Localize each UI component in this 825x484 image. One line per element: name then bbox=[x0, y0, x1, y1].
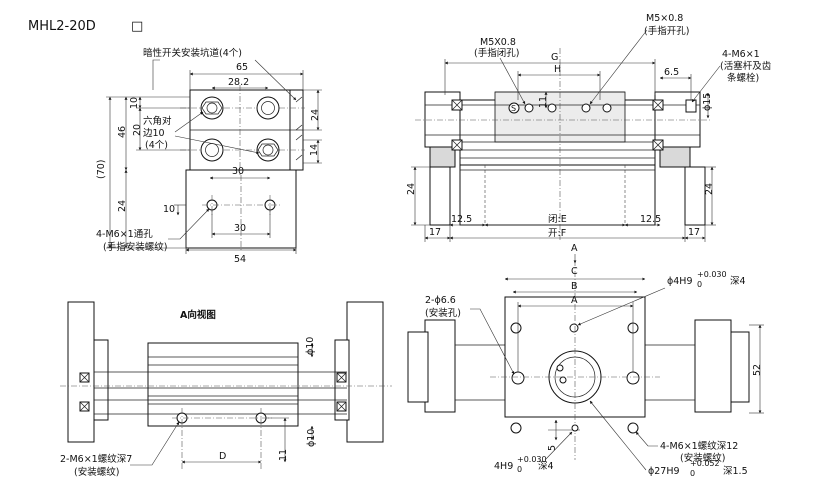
hole-sub: (安装孔) bbox=[425, 307, 461, 319]
hex-note-1: 六角对 bbox=[143, 115, 172, 127]
br-thread-note: 4-M6×1螺纹深12 bbox=[660, 440, 738, 452]
hex-plug-3 bbox=[200, 138, 224, 162]
dim-24-r: 24 bbox=[704, 183, 715, 195]
arrow-a-label: A bbox=[571, 243, 578, 254]
port-s-label: S bbox=[511, 104, 516, 113]
hex-note-2: 边10 bbox=[143, 128, 165, 139]
bore-tol-up: +0.052 bbox=[690, 459, 720, 468]
dim-phi10-top: ϕ10 bbox=[305, 337, 316, 355]
bottom-left-view: A向视图 ϕ10 ϕ10 bbox=[60, 301, 392, 478]
pin2-tol-up: +0.030 bbox=[517, 455, 547, 464]
dim-phi10-bot: ϕ10 bbox=[306, 429, 317, 447]
dim-28-2: 28.2 bbox=[228, 77, 249, 88]
dim-10: 10 bbox=[129, 97, 140, 109]
bore-tol-dn: 0 bbox=[690, 469, 695, 478]
hex-plug-2 bbox=[256, 96, 280, 120]
bore-depth: 深1.5 bbox=[723, 466, 748, 477]
m6-sub-2: 条螺栓) bbox=[727, 72, 759, 84]
groove-note: 暗性开关安装坑道(4个) bbox=[143, 47, 242, 59]
dim-14: 14 bbox=[309, 144, 320, 156]
dim-d: D bbox=[219, 451, 226, 462]
dim-24-left: 24 bbox=[117, 200, 128, 212]
dim-h: H bbox=[554, 64, 561, 75]
pin-tol-dn: 0 bbox=[697, 280, 702, 289]
m5-close-note: M5X0.8 bbox=[480, 37, 516, 48]
m5-open-sub: (手指开孔) bbox=[644, 25, 689, 37]
thread-sub: (手指安装螺纹) bbox=[103, 241, 167, 253]
dim-30-top: 30 bbox=[232, 166, 244, 177]
dim-17-l: 17 bbox=[429, 227, 441, 238]
hex-note-3: (4个) bbox=[145, 140, 168, 151]
dim-6-5: 6.5 bbox=[664, 67, 679, 78]
model-suffix-box: □ bbox=[131, 19, 143, 34]
dim-65: 65 bbox=[236, 62, 248, 73]
dim-24-l: 24 bbox=[406, 183, 417, 195]
dim-24-right: 24 bbox=[310, 109, 321, 121]
m5-close-sub: (手指闭孔) bbox=[474, 47, 519, 59]
m5-open-note: M5×0.8 bbox=[646, 13, 683, 24]
top-right-view: S M5X0.8 (手指闭孔) M5×0.8 (手指开孔) 4-M6×1 (活塞… bbox=[406, 13, 772, 242]
dim-5: 5 bbox=[547, 445, 558, 451]
dim-12-5-r: 12.5 bbox=[640, 214, 661, 225]
pin2-depth: 深4 bbox=[538, 461, 554, 472]
pin2-note: 4H9 bbox=[494, 461, 513, 472]
top-left-view: 65 28.2 暗性开关安装坑道(4个) (70) 46 10 20 24 24… bbox=[96, 47, 322, 265]
model-title: MHL2-20D bbox=[28, 19, 96, 34]
hole-note: 2-ϕ6.6 bbox=[425, 295, 456, 306]
dim-11: 11 bbox=[538, 96, 549, 108]
bore-note: ϕ27H9 bbox=[648, 466, 680, 477]
bottom-right-view: A C B A 2-ϕ6.6 (安装孔) ϕ4H9 +0.030 0 深4 52… bbox=[407, 243, 764, 478]
m6-note: 4-M6×1 bbox=[722, 49, 760, 60]
arrow-c-label: C bbox=[571, 266, 578, 277]
m6-sub-1: (活塞杆及齿 bbox=[720, 60, 772, 72]
dim-close-e: 闭:E bbox=[548, 213, 567, 225]
dim-11-bl: 11 bbox=[278, 449, 289, 461]
dim-17-r: 17 bbox=[688, 227, 700, 238]
dim-a: A bbox=[571, 295, 578, 306]
pin-note: ϕ4H9 bbox=[667, 276, 693, 287]
pin-tol-up: +0.030 bbox=[697, 270, 727, 279]
dim-12-5-l: 12.5 bbox=[451, 214, 472, 225]
hex-plug-4 bbox=[256, 138, 280, 162]
dim-52: 52 bbox=[752, 364, 763, 376]
hex-plug-1 bbox=[200, 96, 224, 120]
pin2-tol-dn: 0 bbox=[517, 465, 522, 474]
dim-70: (70) bbox=[96, 159, 107, 179]
bl-thread-sub: (安装螺纹) bbox=[74, 466, 119, 478]
dim-30-bottom: 30 bbox=[234, 223, 246, 234]
bl-thread-note: 2-M6×1螺纹深7 bbox=[60, 453, 132, 465]
br-thread-sub: (安装螺纹) bbox=[680, 452, 725, 464]
dim-g: G bbox=[551, 52, 558, 63]
dim-46: 46 bbox=[117, 126, 128, 138]
view-a-title: A向视图 bbox=[180, 309, 216, 321]
dim-10-low: 10 bbox=[163, 204, 175, 215]
dim-b: B bbox=[571, 281, 578, 292]
dim-54: 54 bbox=[234, 254, 246, 265]
dim-open-f: 开:F bbox=[548, 228, 566, 239]
thread-note: 4-M6×1通孔 bbox=[96, 229, 153, 240]
dim-20: 20 bbox=[132, 124, 143, 136]
dim-phi15: ϕ15 bbox=[702, 93, 713, 111]
pin-depth: 深4 bbox=[730, 276, 746, 287]
